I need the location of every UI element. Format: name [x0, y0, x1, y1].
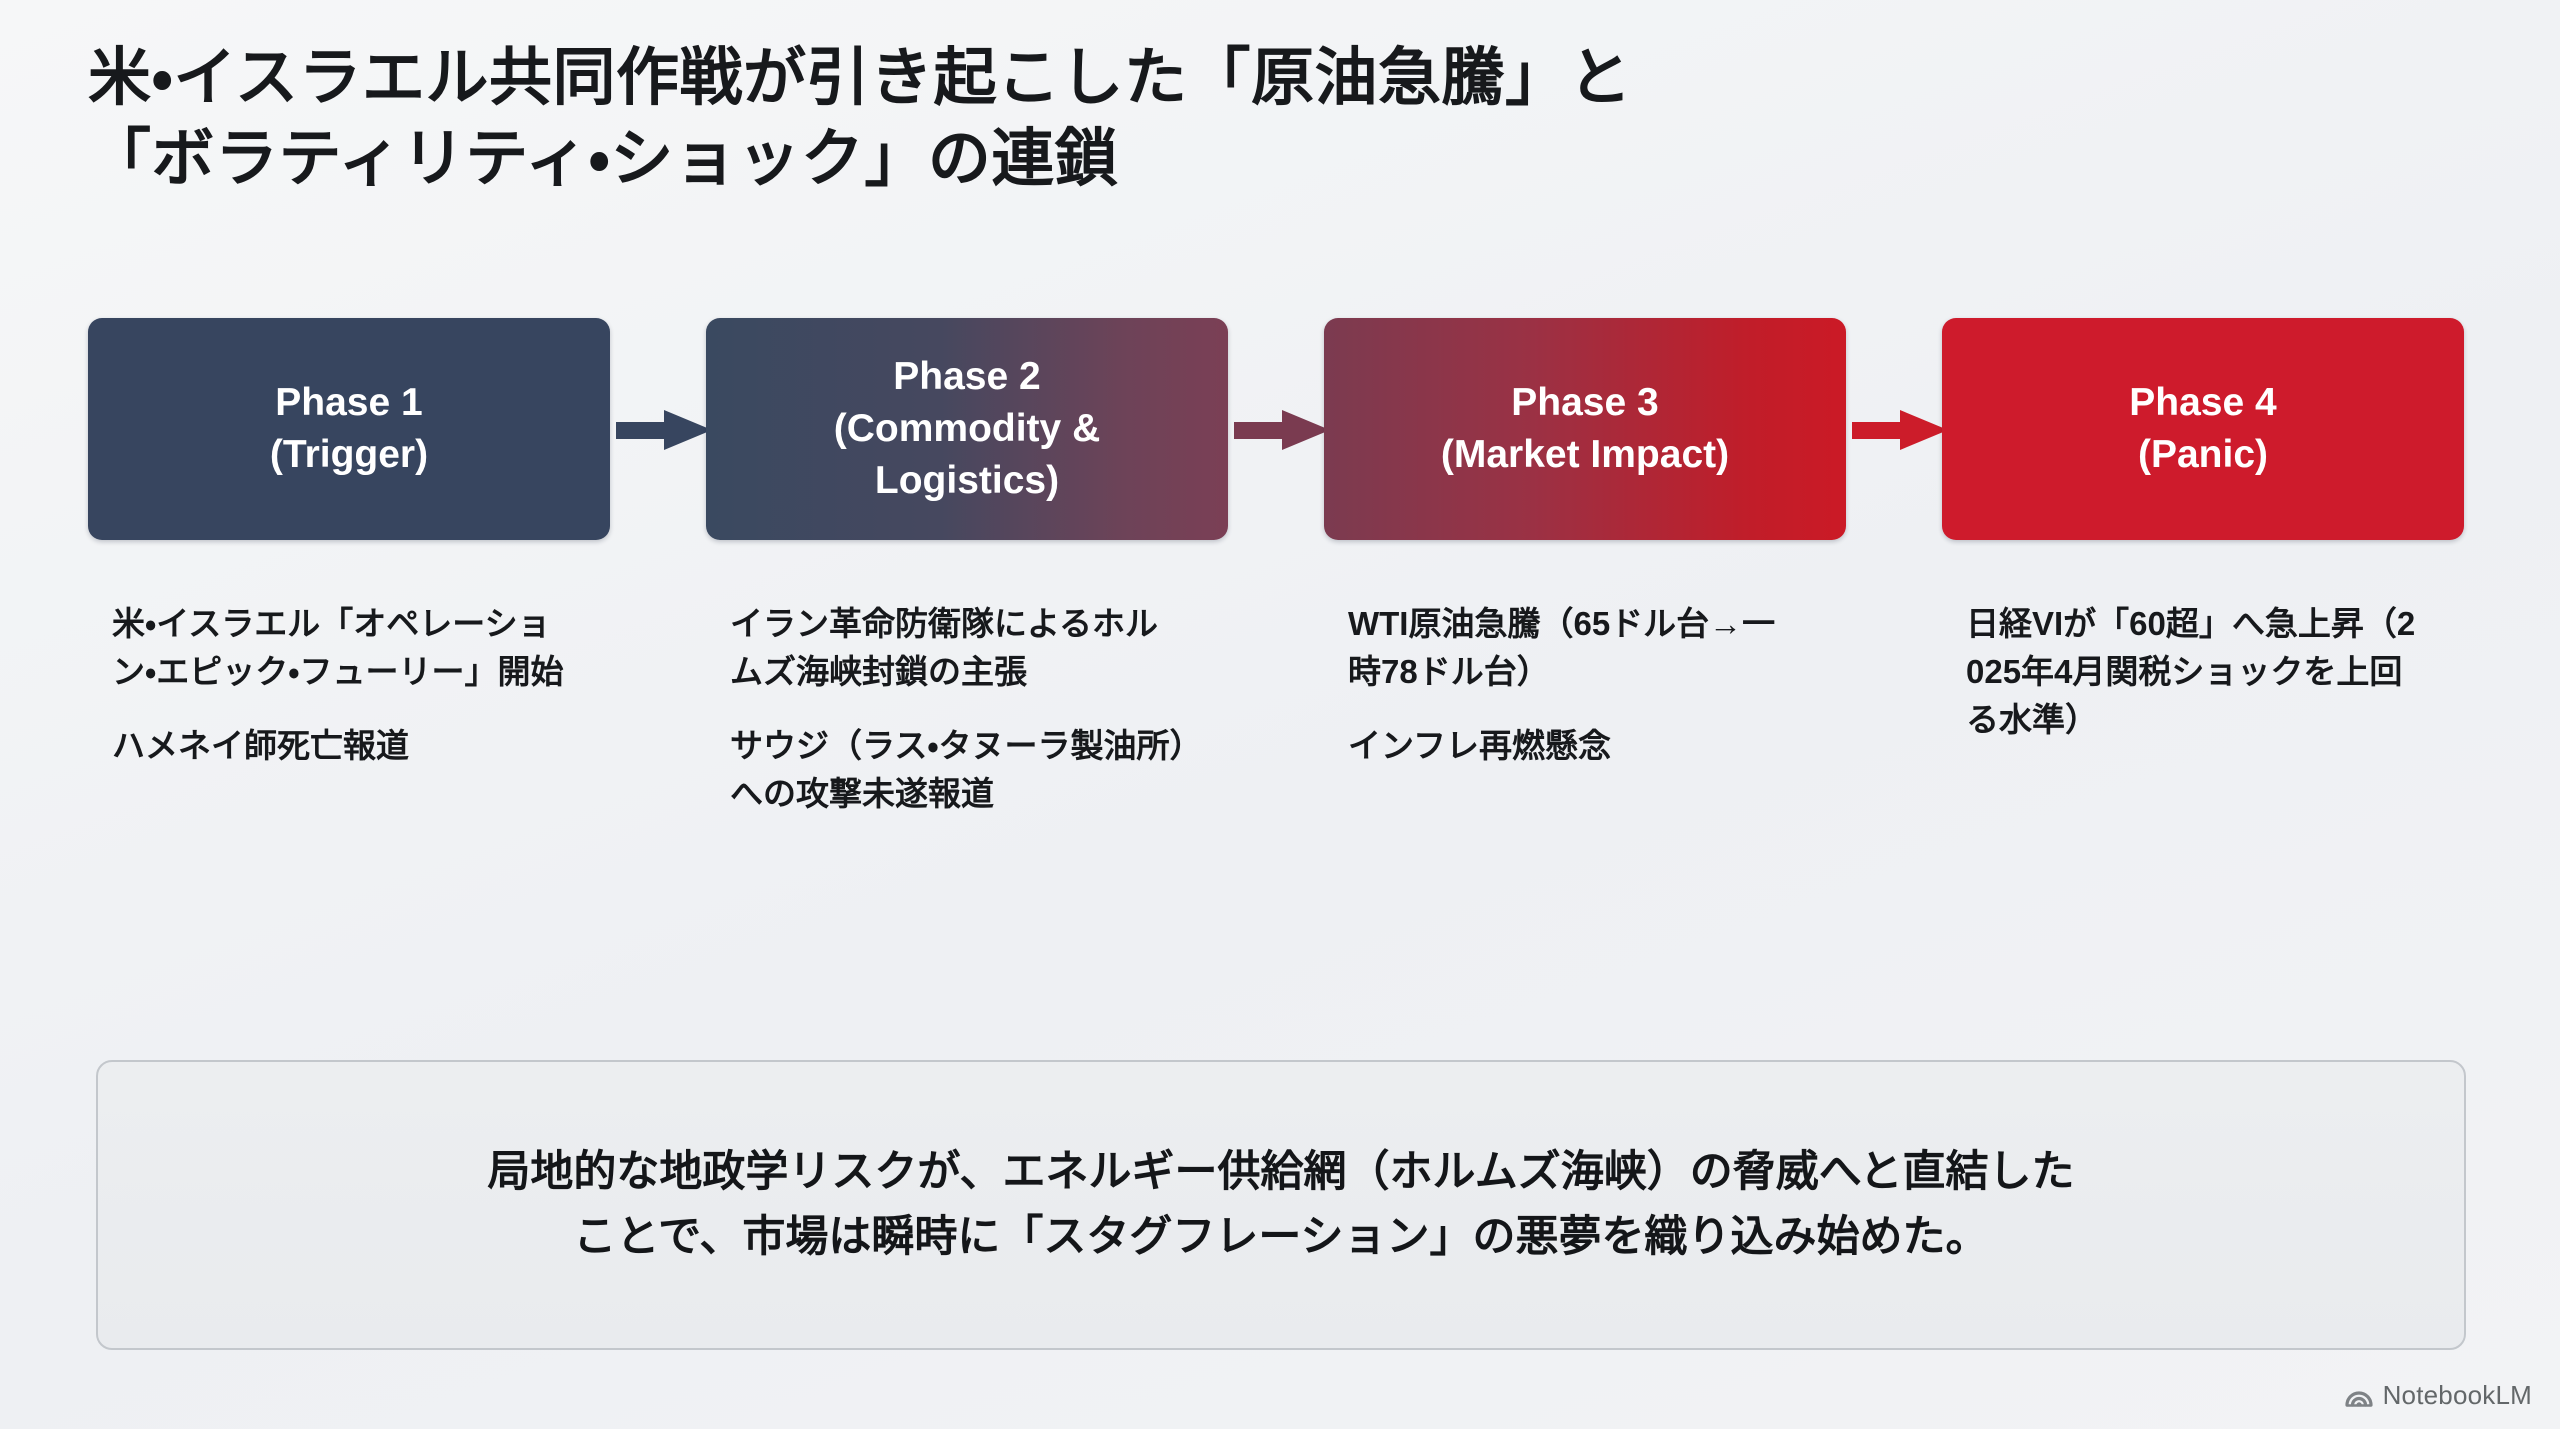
- flow-arrow-2-3: [1234, 410, 1330, 450]
- page-title-line-2: 「ボラティリティ・ショック」の連鎖: [88, 123, 1119, 194]
- phase-box-3[interactable]: Phase 3 (Market Impact): [1324, 318, 1846, 540]
- list-item: ハメネイ師死亡報道: [112, 726, 409, 764]
- flow-arrow-shaft: [1234, 422, 1290, 439]
- phase-2-details: イラン革命防衛隊によるホルムズ海峡封鎖の主張 サウジ（ラス・タヌーラ製油所）への…: [730, 600, 1190, 843]
- phase-1-details: 米・イスラエル「オペレーション・エピック・フューリー」開始 ハメネイ師死亡報道: [112, 600, 572, 796]
- list-item: 日経VIが「60超」へ急上昇（2025年4月関税ショックを上回る水準）: [1966, 605, 2416, 738]
- flow-arrow-head-icon: [1282, 410, 1330, 450]
- list-item: インフレ再燃懸念: [1348, 726, 1612, 764]
- list-item: イラン革命防衛隊によるホルムズ海峡封鎖の主張: [730, 605, 1159, 690]
- phase-3-details: WTI原油急騰（65ドル台→一時78ドル台） インフレ再燃懸念: [1348, 600, 1808, 796]
- phase-flow-diagram: Phase 1 (Trigger) Phase 2 (Commodity & L…: [88, 318, 2488, 558]
- flow-arrow-head-icon: [664, 410, 712, 450]
- phase-box-2[interactable]: Phase 2 (Commodity & Logistics): [706, 318, 1228, 540]
- summary-line-2: ことで、市場は瞬時に「スタグフレーション」の悪夢を織り込み始めた。: [573, 1213, 1989, 1261]
- list-item: サウジ（ラス・タヌーラ製油所）への攻撃未遂報道: [730, 726, 1187, 812]
- flow-arrow-shaft: [616, 422, 672, 439]
- phase-box-4[interactable]: Phase 4 (Panic): [1942, 318, 2464, 540]
- phase-box-1[interactable]: Phase 1 (Trigger): [88, 318, 610, 540]
- flow-arrow-3-4: [1852, 410, 1948, 450]
- summary-line-1: 局地的な地政学リスクが、エネルギー供給網（ホルムズ海峡）の脅威へと直結した: [487, 1147, 2075, 1196]
- notebooklm-spiral-icon: [2344, 1390, 2373, 1407]
- flow-arrow-head-icon: [1900, 410, 1948, 450]
- summary-callout: 局地的な地政学リスクが、エネルギー供給網（ホルムズ海峡）の脅威へと直結した こと…: [96, 1060, 2466, 1350]
- list-item: WTI原油急騰（65ドル台→一時78ドル台）: [1348, 605, 1776, 690]
- page-title: 米・イスラエル共同作戦が引き起こした「原油急騰」と 「ボラティリティ・ショック」…: [88, 38, 2428, 199]
- phase-4-details: 日経VIが「60超」へ急上昇（2025年4月関税ショックを上回る水準）: [1966, 600, 2426, 770]
- list-item: 米・イスラエル「オペレーション・エピック・フューリー」開始: [112, 605, 564, 690]
- notebooklm-brand-label: NotebookLM: [2382, 1380, 2532, 1410]
- flow-arrow-shaft: [1852, 422, 1908, 439]
- flow-arrow-1-2: [616, 410, 712, 450]
- page-title-line-1: 米・イスラエル共同作戦が引き起こした「原油急騰」と: [88, 43, 1633, 113]
- notebooklm-brand: NotebookLM: [2344, 1380, 2532, 1411]
